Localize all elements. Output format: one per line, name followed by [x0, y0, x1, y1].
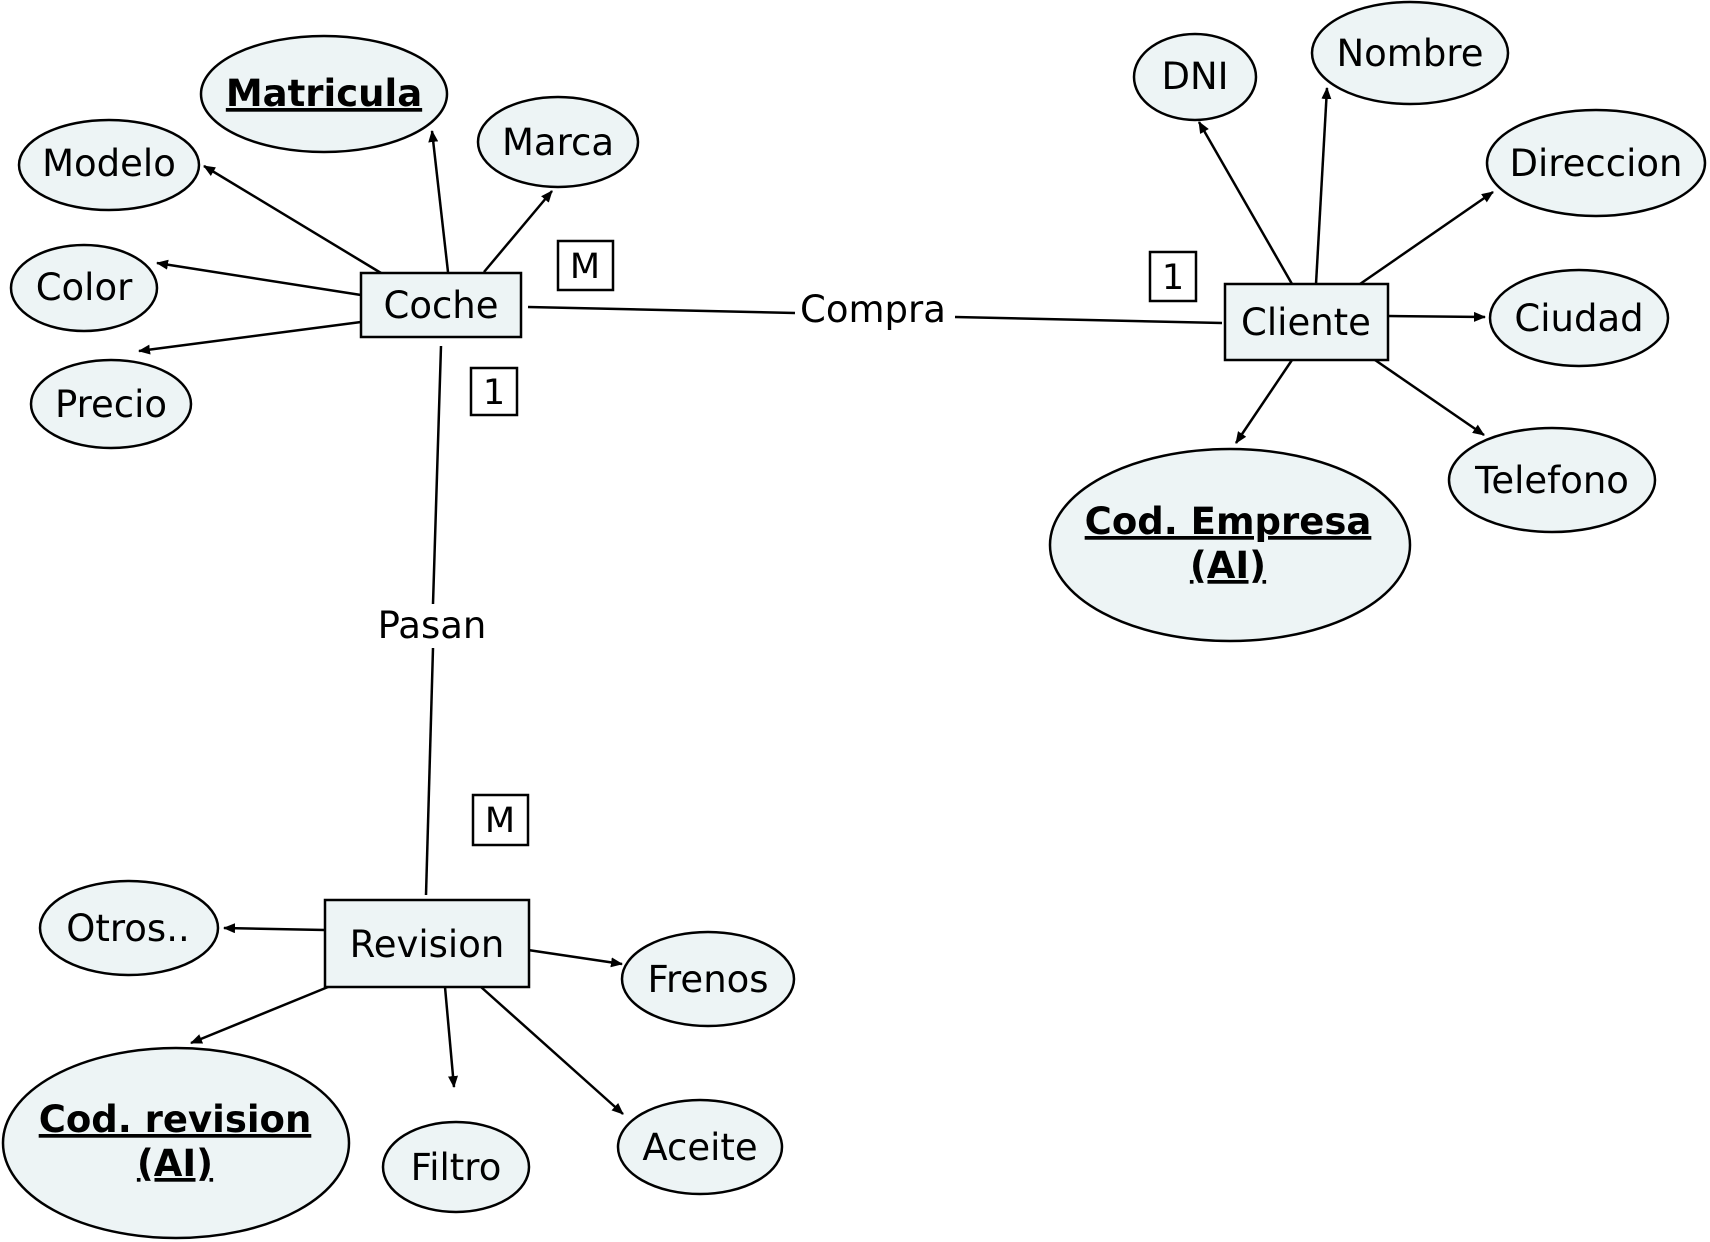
attribute-ellipse [1, 1046, 351, 1240]
attribute-matricula: Matricula [199, 34, 449, 154]
cardinality-text: 1 [483, 373, 505, 413]
attribute-otros: Otros.. [38, 879, 220, 977]
pasan-label: Pasan [378, 604, 487, 647]
attribute-aceite-label: Aceite [642, 1126, 757, 1169]
arrow-revision-otros [223, 923, 326, 934]
attribute-color: Color [9, 243, 159, 333]
arrow-coche-color [156, 259, 362, 297]
entity-cliente: Cliente [1223, 282, 1390, 362]
attribute-ellipse [38, 879, 220, 977]
attribute-cod-empresa-label-line1: Cod. Empresa [1085, 500, 1372, 543]
entity-revision-box [323, 898, 531, 989]
entity-cliente-box [1223, 282, 1390, 362]
revision-attribute-links [190, 923, 624, 1115]
attribute-cod-empresa-label-line2: (AI) [1190, 544, 1266, 587]
cardinality-box [556, 239, 615, 292]
cardinality-box [471, 793, 530, 847]
attribute-matricula-label: Matricula [226, 72, 422, 115]
attribute-filtro-label: Filtro [411, 1146, 502, 1189]
coche-attribute-links [138, 130, 553, 355]
cardinality-compra-cliente: 1 [1148, 250, 1198, 303]
attribute-modelo-label: Modelo [42, 142, 176, 185]
attribute-frenos-label: Frenos [647, 958, 768, 1001]
attribute-precio-label: Precio [55, 383, 167, 426]
arrow-cliente-nombre [1314, 87, 1332, 285]
attribute-nombre: Nombre [1310, 0, 1510, 106]
attribute-ellipse [9, 243, 159, 333]
arrow-revision-filtro [443, 986, 458, 1088]
arrow-coche-matricula [428, 130, 450, 273]
attribute-ellipse [616, 1098, 784, 1196]
arrow-cliente-ciudad [1387, 311, 1486, 322]
attribute-otros-label: Otros.. [66, 907, 189, 950]
attribute-modelo: Modelo [17, 118, 201, 212]
attribute-ellipse [17, 118, 201, 212]
cardinality-text: M [485, 801, 515, 841]
attribute-direccion: Direccion [1485, 108, 1707, 218]
arrow-coche-marca [483, 190, 553, 273]
arrow-revision-frenos [527, 948, 623, 968]
pasan-line-revision-side [424, 647, 435, 896]
relationship-pasan: Pasan [378, 345, 487, 896]
cardinality-text: M [570, 247, 600, 287]
attribute-cod-revision: Cod. revision (AI) [1, 1046, 351, 1240]
attribute-dni: DNI [1132, 32, 1258, 122]
entity-revision-label: Revision [350, 923, 505, 966]
attribute-cod-revision-label-line2: (AI) [137, 1142, 213, 1185]
arrow-cliente-direccion [1359, 190, 1494, 286]
cardinality-pasan-revision: M [471, 793, 530, 847]
attribute-ellipse [1488, 268, 1670, 368]
attribute-ellipse [1485, 108, 1707, 218]
attribute-ellipse [1132, 32, 1258, 122]
attribute-ellipse [381, 1120, 531, 1214]
attribute-marca: Marca [476, 95, 640, 189]
arrow-revision-aceite [480, 986, 624, 1115]
compra-label: Compra [800, 288, 946, 331]
arrow-coche-modelo [203, 164, 382, 275]
entity-coche-label: Coche [383, 284, 498, 327]
attribute-ellipse [620, 930, 796, 1028]
arrow-coche-precio [138, 320, 362, 355]
attribute-ellipse [199, 34, 449, 154]
entity-revision: Revision [323, 898, 531, 989]
compra-line-coche-side [527, 305, 796, 315]
attribute-frenos: Frenos [620, 930, 796, 1028]
entity-coche: Coche [359, 271, 523, 339]
compra-line-cliente-side [954, 315, 1223, 325]
arrow-cliente-telefono [1374, 358, 1485, 437]
entity-cliente-label: Cliente [1241, 301, 1371, 344]
cardinality-box [469, 366, 519, 417]
attribute-nombre-label: Nombre [1336, 32, 1483, 75]
attribute-cod-empresa: Cod. Empresa (AI) [1048, 447, 1412, 643]
attribute-dni-label: DNI [1161, 55, 1228, 98]
attribute-aceite: Aceite [616, 1098, 784, 1196]
attribute-ciudad: Ciudad [1488, 268, 1670, 368]
attribute-telefono-label: Telefono [1474, 459, 1629, 502]
attribute-ellipse [1048, 447, 1412, 643]
cardinality-box [1148, 250, 1198, 303]
entity-coche-box [359, 271, 523, 339]
attribute-marca-label: Marca [502, 121, 614, 164]
cardinality-text: 1 [1162, 258, 1184, 298]
attribute-filtro: Filtro [381, 1120, 531, 1214]
attribute-telefono: Telefono [1447, 426, 1657, 534]
pasan-line-coche-side [431, 345, 443, 605]
attribute-color-label: Color [36, 266, 133, 309]
attribute-ellipse [29, 358, 193, 450]
attribute-ellipse [1310, 0, 1510, 106]
arrow-cliente-cod-empresa [1234, 359, 1294, 444]
attribute-precio: Precio [29, 358, 193, 450]
cardinality-compra-coche: M [556, 239, 615, 292]
arrow-revision-cod-revision [190, 985, 329, 1045]
attribute-ellipse [476, 95, 640, 189]
attribute-ciudad-label: Ciudad [1514, 297, 1643, 340]
attribute-cod-revision-label-line1: Cod. revision [39, 1098, 312, 1141]
cliente-attribute-links [1197, 87, 1494, 444]
attribute-direccion-label: Direccion [1510, 142, 1683, 185]
relationship-compra: Compra [527, 288, 1223, 331]
arrow-cliente-dni [1197, 121, 1294, 285]
attribute-ellipse [1447, 426, 1657, 534]
cardinality-pasan-coche: 1 [469, 366, 519, 417]
